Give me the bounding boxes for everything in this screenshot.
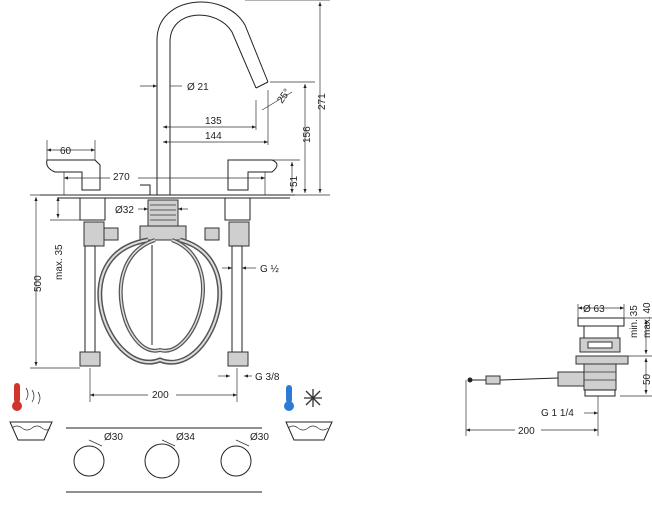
faucet-side-view — [40, 1, 295, 367]
drain-dim-min35: min. 35 — [629, 305, 640, 338]
left-connector — [83, 221, 105, 247]
drain-cap — [577, 317, 625, 327]
left-supply-pipe — [84, 245, 96, 357]
spout-inner — [169, 14, 257, 195]
cold-water-icon — [284, 385, 333, 441]
left-handle — [46, 159, 101, 191]
drain-dim-d63: Ø 63 — [583, 304, 605, 315]
dim-200: 200 — [152, 390, 169, 401]
hole-right — [220, 445, 252, 477]
center-mount — [147, 199, 179, 229]
dim-144: 144 — [205, 131, 222, 142]
right-valve-body — [224, 197, 251, 221]
drain-side-arm — [557, 371, 585, 387]
dim-d21: Ø 21 — [187, 82, 209, 93]
dim-51: 51 — [289, 175, 300, 187]
dim-156: 156 — [302, 126, 313, 143]
hole-d30-right: Ø30 — [250, 432, 269, 443]
drain-assembly — [467, 317, 629, 397]
dim-135: 135 — [205, 116, 222, 127]
dim-270: 270 — [113, 172, 130, 183]
dim-60: 60 — [60, 146, 72, 157]
hole-d30-left: Ø30 — [104, 432, 123, 443]
drain-dim-g114: G 1 1/4 — [541, 408, 574, 419]
hole-center — [144, 443, 180, 479]
right-supply-nut — [227, 351, 249, 367]
drain-dim-max40: max. 40 — [642, 302, 652, 338]
faucet-dimensions: 60 270 Ø 21 135 144 25° 271 156 51 — [30, 0, 330, 402]
left-valve-body — [79, 197, 106, 221]
right-connector — [228, 221, 250, 247]
dim-g12: G ½ — [260, 264, 280, 275]
dim-d32: Ø32 — [115, 205, 134, 216]
hole-layout: Ø30 Ø34 Ø30 — [66, 427, 269, 493]
rod-connector — [485, 375, 501, 385]
spout-outer — [156, 1, 269, 195]
dim-500: 500 — [33, 275, 44, 292]
hole-d34: Ø34 — [176, 432, 195, 443]
right-supply-pipe — [231, 245, 243, 357]
drain-dim-50: 50 — [642, 373, 652, 385]
drain-dim-200: 200 — [518, 426, 535, 437]
dim-g38: G 3/8 — [255, 372, 280, 383]
dim-271: 271 — [317, 93, 328, 110]
hot-water-icon — [9, 383, 53, 441]
hole-left — [73, 445, 105, 477]
dim-max35: max. 35 — [54, 244, 65, 280]
left-supply-nut — [79, 351, 101, 367]
manifold — [139, 225, 187, 241]
pull-rod — [499, 377, 559, 381]
right-handle — [227, 159, 278, 191]
drain-dimensions: Ø 63 min. 35 max. 40 50 G 1 1/4 200 — [465, 302, 652, 437]
drain-tailpiece — [583, 363, 617, 391]
dim-25deg: 25° — [275, 87, 293, 106]
